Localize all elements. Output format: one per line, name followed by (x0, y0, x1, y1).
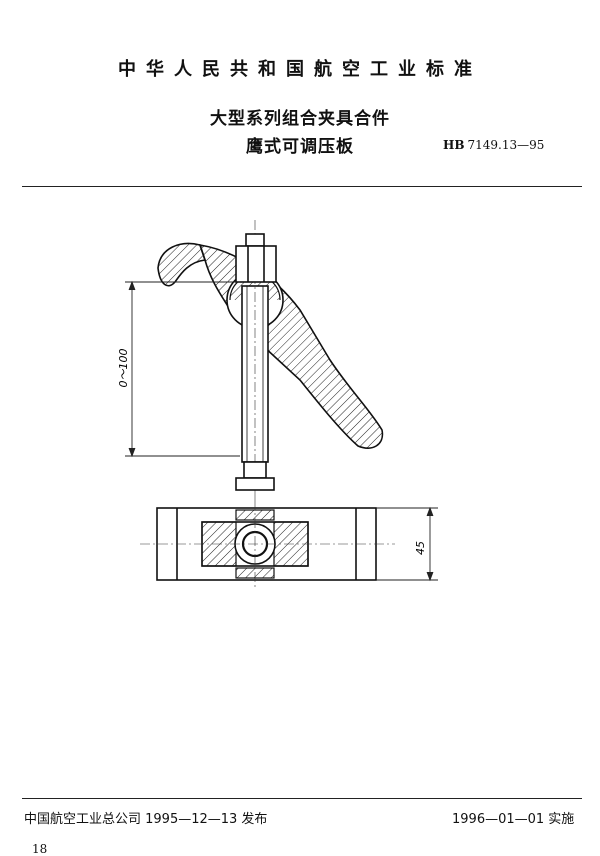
effective-statement: 1996—01—01 实施 (452, 812, 575, 827)
organization-standard-title: 中华人民共和国航空工业标准 (118, 59, 482, 80)
bolt-head (235, 461, 275, 491)
footer-divider (22, 798, 582, 799)
height-dimension-label: 0～100 (117, 349, 130, 388)
issue-statement: 中国航空工业总公司 1995—12—13 发布 (24, 812, 268, 827)
standard-prefix: HB (443, 138, 465, 152)
document-title-line1: 大型系列组合夹具合件 (210, 109, 390, 129)
document-title-line2: 鹰式可调压板 (246, 137, 354, 157)
width-dimension-label: 45 (414, 541, 427, 555)
width-dimension (376, 506, 438, 582)
standard-code: 7149.13—95 (467, 138, 545, 152)
page-number: 18 (32, 842, 48, 856)
hex-nut (235, 233, 277, 283)
header-divider (22, 186, 582, 187)
height-dimension (125, 280, 240, 458)
